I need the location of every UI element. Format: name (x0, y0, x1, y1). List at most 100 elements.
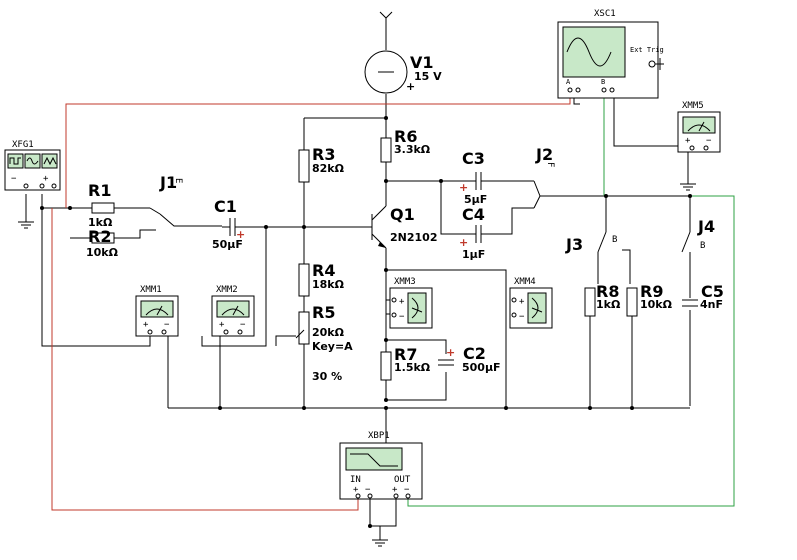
ground-icon (372, 539, 388, 547)
r6-resistor[interactable]: R6 3.3kΩ (380, 127, 431, 163)
j4-ref: J4 (697, 217, 715, 236)
wire-r2-j1 (114, 229, 156, 239)
c3-value: 5µF (464, 193, 487, 206)
r5-ref: R5 (312, 303, 335, 322)
j1-switch[interactable]: J1 E (149, 173, 183, 215)
terminal-icon[interactable] (609, 87, 615, 93)
j3-switch[interactable]: J3 B (565, 231, 617, 254)
capacitor-icon (438, 359, 454, 366)
resistor-icon (380, 351, 392, 381)
terminal-icon[interactable] (575, 87, 581, 93)
xmm2-multimeter[interactable]: XMM2+− (211, 285, 255, 337)
xmm3-multimeter[interactable]: XMM3+− (389, 277, 433, 329)
c5-capacitor[interactable]: C5 4nF (682, 282, 724, 311)
terminal-icon[interactable] (237, 329, 243, 335)
terminal-icon[interactable] (355, 493, 361, 499)
terminal-icon[interactable] (161, 329, 167, 335)
c4-value: 1µF (462, 248, 485, 261)
terminal-icon[interactable] (223, 329, 229, 335)
v1-ref: V1 (410, 53, 434, 72)
wire-r5-wiper (275, 335, 296, 346)
terminal-icon[interactable] (39, 183, 45, 189)
scope-screen-icon (562, 26, 626, 78)
xmm5-multimeter[interactable]: XMM5+− (677, 101, 721, 153)
terminal-icon[interactable] (405, 493, 411, 499)
capacitor-icon (470, 225, 484, 243)
r5-potentiometer[interactable]: R5 20kΩ Key=A 30 % (295, 303, 353, 383)
j3-ref: J3 (565, 235, 583, 254)
r3-resistor[interactable]: R3 82kΩ (298, 145, 345, 183)
xsc1-oscilloscope[interactable]: XSC1 Ext Trig A B (557, 9, 664, 99)
c1-ref: C1 (214, 197, 237, 216)
xmm1-ref: XMM1 (140, 285, 162, 295)
wire-green-output-bode (407, 195, 735, 507)
r5-percent: 30 % (312, 370, 342, 383)
xfg1-ref: XFG1 (12, 140, 34, 150)
terminal-icon[interactable] (391, 297, 397, 303)
r4-resistor[interactable]: R4 18kΩ (298, 261, 345, 297)
c3-capacitor[interactable]: C3 5µF + (459, 149, 487, 206)
wire-j1-c1 (159, 213, 222, 227)
c2-capacitor[interactable]: C2 500µF + (438, 344, 501, 374)
meter-dial-icon (527, 292, 547, 324)
r8-resistor[interactable]: R8 1kΩ (584, 282, 621, 317)
c3-polarity: + (459, 181, 468, 194)
xbp1-out: OUT (394, 475, 411, 485)
j2-switch[interactable]: J2 F (533, 145, 555, 209)
terminal-icon[interactable] (23, 183, 29, 189)
meter-minus: − (519, 312, 525, 322)
r2-resistor[interactable]: R2 10kΩ (86, 227, 119, 259)
terminal-icon[interactable] (703, 145, 709, 151)
r9-ref: R9 (640, 282, 663, 301)
terminal-icon[interactable] (51, 183, 57, 189)
r7-resistor[interactable]: R7 1.5kΩ (380, 345, 431, 381)
r3-value: 82kΩ (312, 162, 345, 175)
terminal-icon[interactable] (367, 493, 373, 499)
q1-transistor[interactable]: Q1 2N2102 (378, 205, 437, 248)
meter-plus: + (143, 320, 149, 330)
c5-ref: C5 (701, 282, 724, 301)
c1-value: 50µF (212, 238, 243, 251)
c4-capacitor[interactable]: C4 1µF + (459, 205, 485, 261)
terminal-icon[interactable] (391, 312, 397, 318)
r9-value: 10kΩ (640, 298, 673, 311)
xfg1-function-generator[interactable]: XFG1 − + (4, 140, 61, 191)
terminal-icon[interactable] (567, 87, 573, 93)
ext-trig-terminal-icon[interactable] (648, 60, 656, 68)
resistor-icon (584, 287, 596, 317)
meter-minus: − (706, 136, 712, 146)
j1-key: E (173, 178, 183, 183)
xfg1-minus: − (11, 174, 17, 184)
j4-switch[interactable]: J4 B (681, 217, 715, 253)
r9-resistor[interactable]: R9 10kΩ (626, 282, 673, 317)
wiper-arrow-icon (295, 329, 305, 339)
multimeters: XMM1+−XMM2+−XMM5+−XMM3+−XMM4+− (135, 101, 721, 337)
xmm3-ref: XMM3 (394, 277, 416, 287)
sine-wave-icon (566, 37, 612, 67)
v1-source[interactable]: V1 15 V + (364, 50, 442, 94)
xmm1-multimeter[interactable]: XMM1+− (135, 285, 179, 337)
ground-icon (680, 183, 696, 191)
r1-ref: R1 (88, 181, 111, 200)
terminal-icon[interactable] (147, 329, 153, 335)
xbp1-out-minus: − (404, 485, 410, 495)
resistor-icon (91, 202, 115, 214)
r1-resistor[interactable]: R1 1kΩ (88, 181, 115, 229)
c1-capacitor[interactable]: C1 50µF + (212, 197, 245, 251)
xmm4-multimeter[interactable]: XMM4+− (509, 277, 553, 329)
terminal-icon[interactable] (511, 312, 517, 318)
xsc1-ext-trig: Ext Trig (630, 46, 664, 54)
terminal-icon[interactable] (601, 87, 607, 93)
c4-ref: C4 (462, 205, 485, 224)
r5-value: 20kΩ (312, 326, 345, 339)
r6-ref: R6 (394, 127, 417, 146)
terminal-icon[interactable] (511, 297, 517, 303)
terminal-icon[interactable] (393, 493, 399, 499)
meter-plus: + (685, 136, 691, 146)
wires-green (407, 90, 735, 507)
meter-plus: + (399, 297, 405, 307)
wire-xsc1-a-ground (573, 96, 580, 105)
xbp1-bode-plotter[interactable]: XBP1 IN OUT + − + − (339, 431, 423, 500)
terminal-icon[interactable] (689, 145, 695, 151)
